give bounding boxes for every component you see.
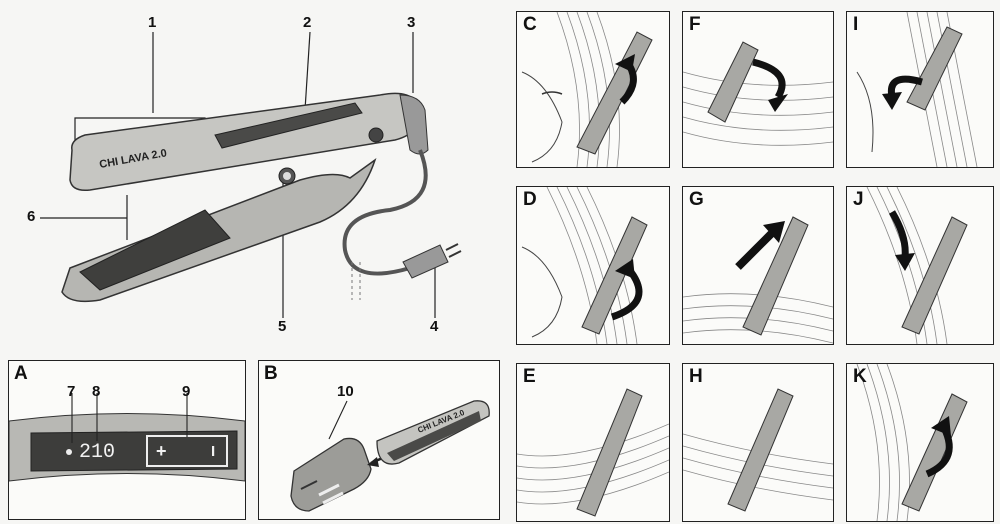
panel-letter-k: K	[853, 366, 867, 387]
callout-4: 4	[430, 318, 439, 335]
panel-letter-b: B	[264, 363, 278, 384]
panel-c: C	[516, 11, 670, 168]
panel-letter-d: D	[523, 189, 537, 210]
panel-j: J	[846, 186, 994, 345]
power-plug	[402, 244, 449, 279]
panel-letter-j: J	[853, 189, 864, 210]
callout-10: 10	[337, 383, 354, 400]
panel-d: D	[516, 186, 670, 345]
callout-8: 8	[92, 383, 101, 400]
panel-e: E	[516, 363, 670, 522]
panel-letter-f: F	[689, 14, 701, 35]
callout-7: 7	[67, 383, 76, 400]
panel-letter-g: G	[689, 189, 704, 210]
power-cord	[342, 149, 428, 276]
temperature-readout: 210	[79, 441, 116, 464]
callout-6: 6	[27, 208, 36, 225]
panel-letter-h: H	[689, 366, 703, 387]
panel-k: K	[846, 363, 994, 522]
panel-letter-e: E	[523, 366, 536, 387]
callout-3: 3	[407, 14, 416, 31]
heat-guard-cover	[290, 437, 372, 512]
panel-g: G	[682, 186, 834, 345]
callout-5: 5	[278, 318, 287, 335]
panel-letter-a: A	[14, 363, 28, 384]
panel-b: CHI LAVA 2.0 B 10	[258, 360, 500, 520]
callout-2: 2	[303, 14, 312, 31]
panel-i: I	[846, 11, 994, 168]
straightener-illustration: CHI LAVA 2.0	[40, 31, 462, 318]
plus-key-label: +	[156, 441, 167, 461]
callout-1: 1	[148, 14, 157, 31]
callout-9: 9	[182, 383, 191, 400]
panel-letter-i: I	[853, 14, 859, 35]
panel-h: H	[682, 363, 834, 522]
panel-a: A 7 8 9 210 + I	[8, 360, 246, 520]
power-key-label: I	[211, 443, 216, 460]
panel-f: F	[682, 11, 834, 168]
panel-letter-c: C	[523, 14, 537, 35]
